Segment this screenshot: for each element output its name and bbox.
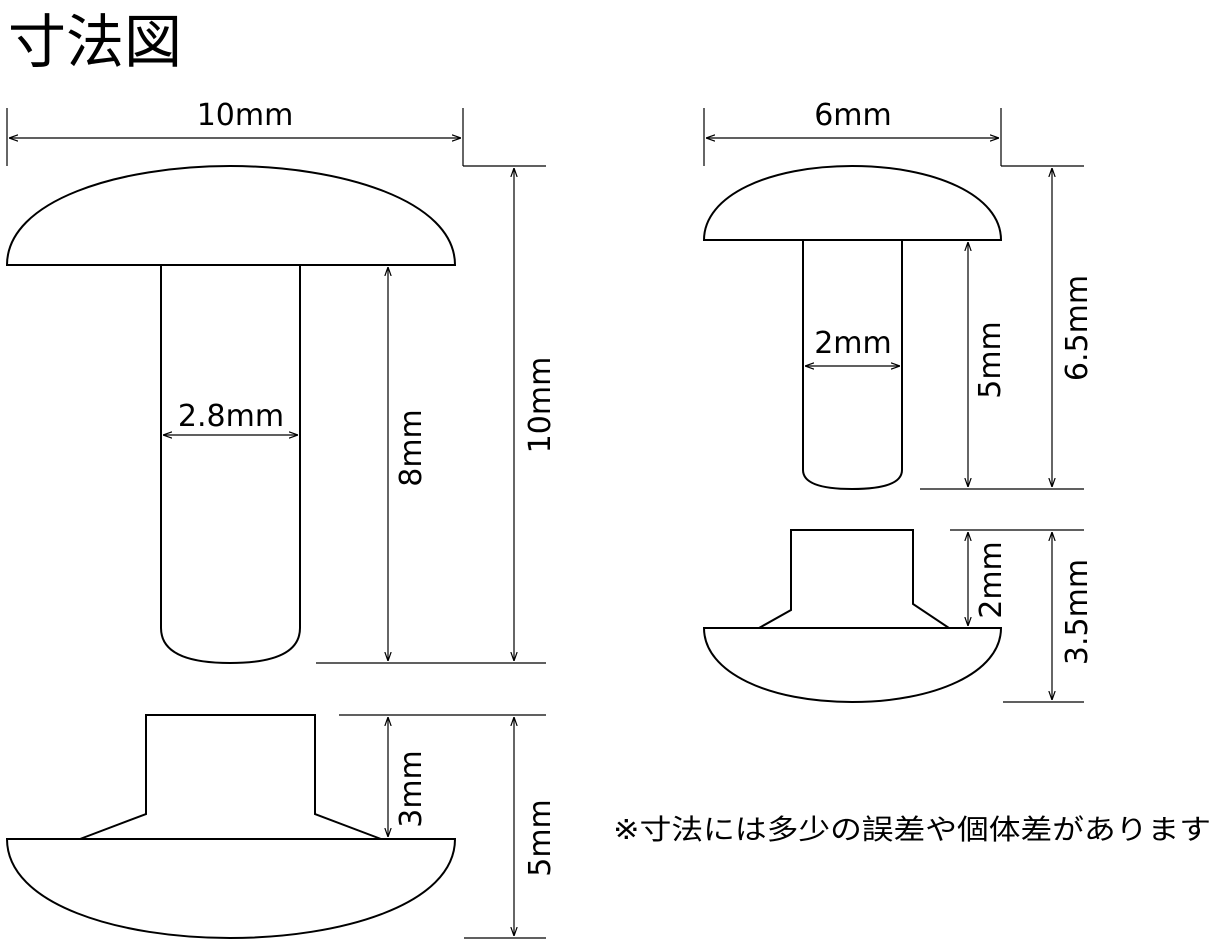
diagram-title: 寸法図 [8, 8, 182, 76]
label-shaft-diameter: 2mm [814, 326, 892, 361]
label-total-height: 10mm [523, 357, 558, 454]
small-cap-base [702, 627, 1003, 704]
large-rivet: 10mm 2.8mm 8mm 10mm 3mm 5mm [5, 98, 558, 940]
large-rivet-shaft [160, 264, 301, 665]
large-cap-base [5, 838, 457, 940]
label-head-width: 6mm [814, 98, 892, 133]
tolerance-note: ※寸法には多少の誤差や個体差があります [613, 813, 1211, 846]
label-shaft-diameter: 2.8mm [178, 399, 284, 434]
label-cap-height: 5mm [523, 799, 558, 877]
small-rivet: 6mm 2mm 5mm 6.5mm 2mm 3.5mm [702, 98, 1095, 704]
small-cap-post [755, 529, 953, 629]
label-cap-post-height: 3mm [394, 750, 429, 828]
label-total-height: 6.5mm [1060, 275, 1095, 381]
label-shaft-length: 8mm [394, 409, 429, 487]
small-rivet-shaft [802, 239, 903, 491]
small-rivet-head [702, 164, 1003, 241]
label-head-width: 10mm [197, 98, 294, 133]
large-rivet-head [5, 164, 457, 266]
label-cap-post-height: 2mm [974, 541, 1009, 619]
large-cap-post [79, 714, 382, 840]
label-cap-height: 3.5mm [1060, 559, 1095, 665]
label-shaft-length: 5mm [973, 321, 1008, 399]
